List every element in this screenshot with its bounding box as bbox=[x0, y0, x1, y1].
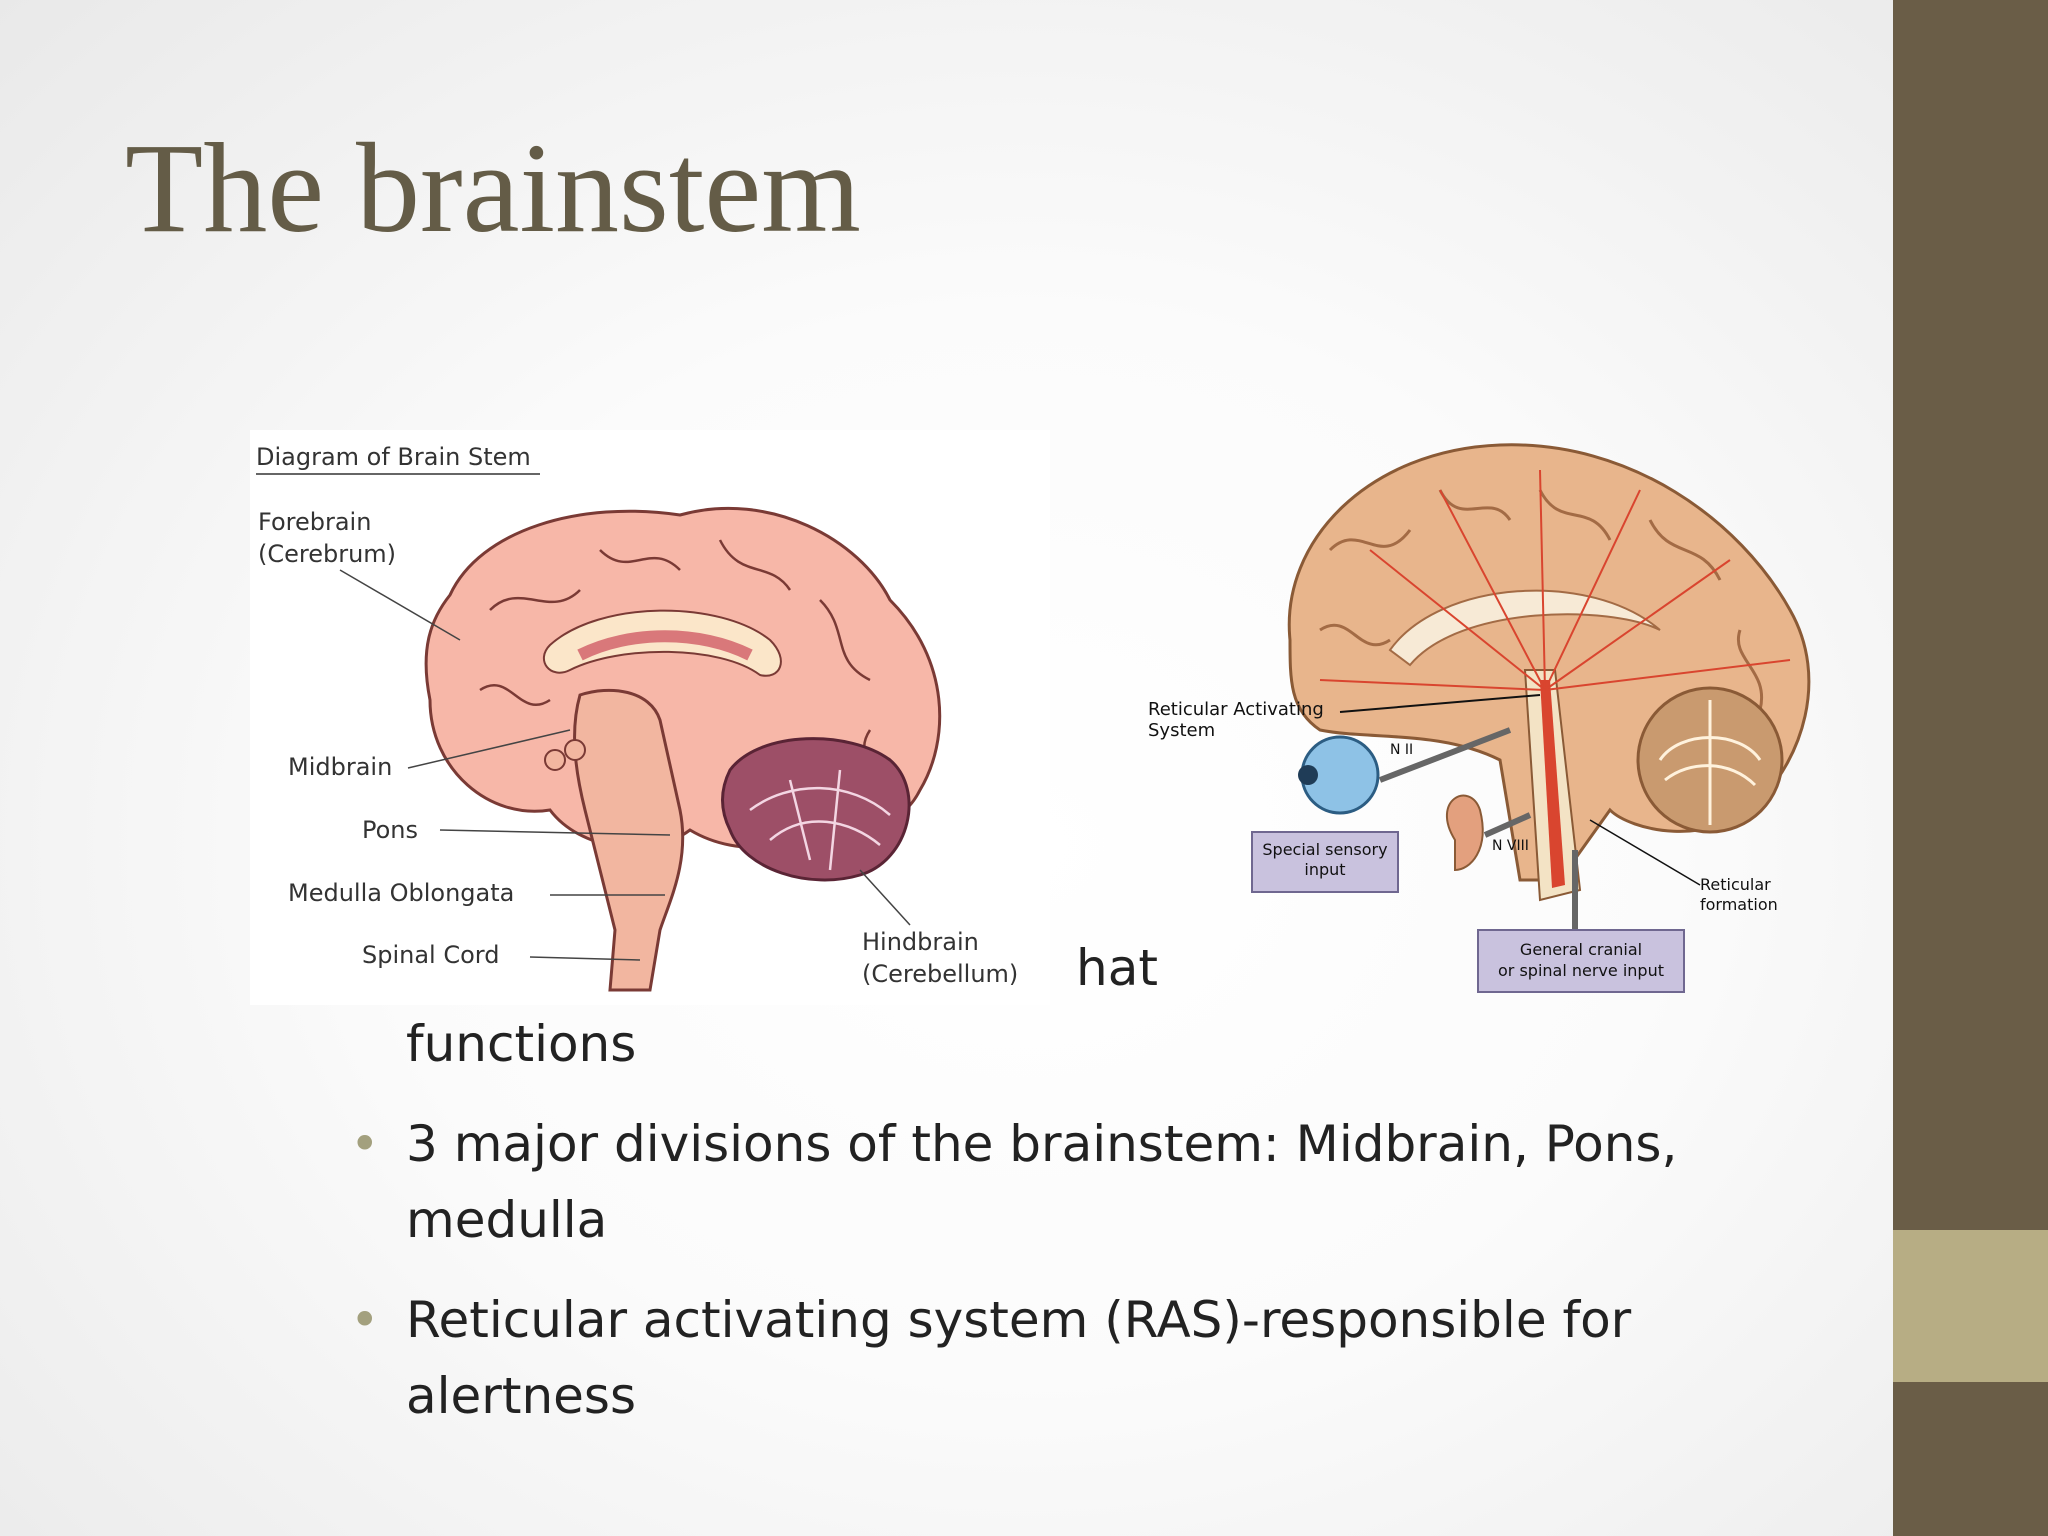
bullet-item-2: • 3 major divisions of the brainstem: Mi… bbox=[350, 1106, 1750, 1258]
bullet-item-3: • Reticular activating system (RAS)-resp… bbox=[350, 1282, 1750, 1434]
ras-diagram-svg: Reticular Activating System N II N VIII … bbox=[1148, 443, 1811, 993]
bullet-text-3: Reticular activating system (RAS)-respon… bbox=[406, 1291, 1632, 1425]
label-general-2: or spinal nerve input bbox=[1498, 961, 1664, 980]
label-special-2: input bbox=[1304, 860, 1345, 879]
label-midbrain: Midbrain bbox=[288, 753, 392, 781]
label-reticular-2: formation bbox=[1700, 895, 1778, 914]
label-ras-1: Reticular Activating bbox=[1148, 699, 1324, 720]
label-nviii: N VIII bbox=[1492, 838, 1529, 854]
label-reticular-1: Reticular bbox=[1700, 875, 1771, 894]
brainstem-diagram-svg: Diagram of Brain Stem Forebrain (Cerebru… bbox=[256, 443, 1018, 992]
label-spinal-cord: Spinal Cord bbox=[362, 941, 499, 969]
label-nii: N II bbox=[1390, 742, 1413, 758]
bullet-list: • hat functions • 3 major divisions of t… bbox=[350, 930, 1750, 1458]
bullet-text-1: hat bbox=[406, 930, 1750, 1006]
label-cerebrum: (Cerebrum) bbox=[258, 540, 396, 568]
label-forebrain: Forebrain bbox=[258, 508, 371, 536]
bullet-text-2: 3 major divisions of the brainstem: Midb… bbox=[406, 1115, 1678, 1249]
ras-diagram: Reticular Activating System N II N VIII … bbox=[1140, 430, 1840, 1010]
bullet-dot: • bbox=[350, 1115, 380, 1173]
label-ras-2: System bbox=[1148, 720, 1215, 741]
label-general-1: General cranial bbox=[1520, 940, 1642, 959]
bullet-dot: • bbox=[350, 1291, 380, 1349]
label-special-1: Special sensory bbox=[1262, 840, 1387, 859]
bullet-text-1-cont: functions bbox=[406, 1015, 637, 1073]
label-hindbrain: Hindbrain bbox=[862, 928, 979, 956]
diagram-heading: Diagram of Brain Stem bbox=[256, 443, 531, 471]
label-medulla: Medulla Oblongata bbox=[288, 879, 514, 907]
label-pons: Pons bbox=[362, 816, 418, 844]
sidebar-accent-block bbox=[1893, 1230, 2048, 1382]
slide-title: The brainstem bbox=[125, 117, 861, 259]
brainstem-diagram: Diagram of Brain Stem Forebrain (Cerebru… bbox=[250, 430, 1050, 1005]
bullet-item-1: • hat functions bbox=[350, 930, 1750, 1082]
bullet-visible-fragment: hat bbox=[1076, 939, 1158, 997]
label-cerebellum: (Cerebellum) bbox=[862, 960, 1018, 988]
